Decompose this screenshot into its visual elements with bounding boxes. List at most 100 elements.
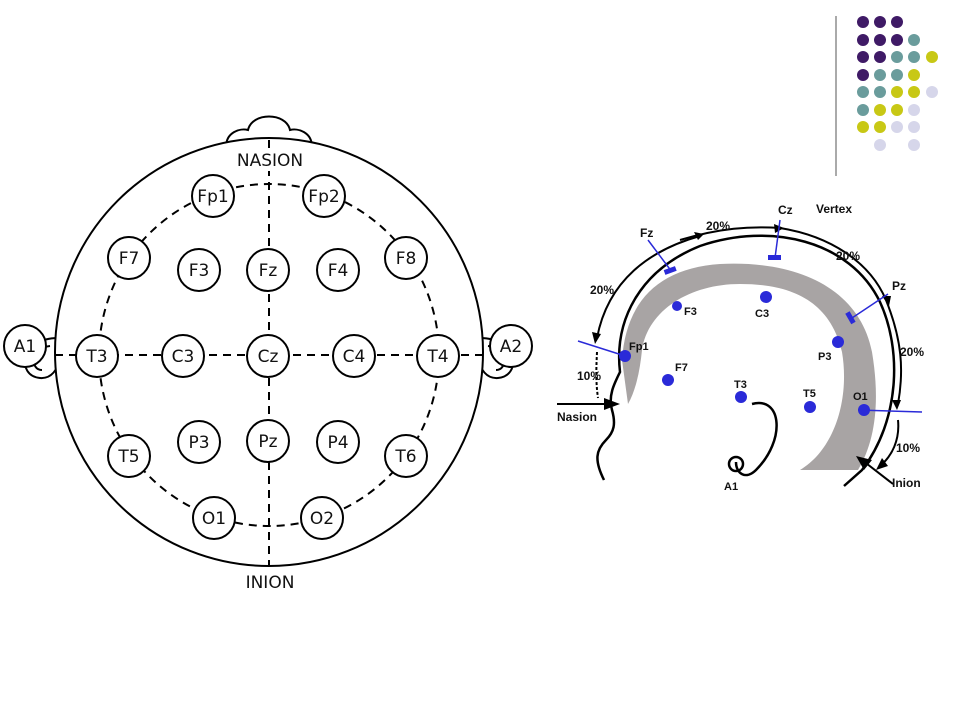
electrode-dot bbox=[760, 291, 772, 303]
electrode-label-t5: T5 bbox=[117, 447, 139, 467]
electrode-circle bbox=[75, 334, 119, 378]
inion-side-label: Inion bbox=[892, 476, 921, 490]
electrode-label-t4: T4 bbox=[426, 347, 448, 367]
inion-text: INION bbox=[246, 573, 295, 593]
electrode-t6: T6 bbox=[384, 434, 428, 478]
electrode-label-fp1: Fp1 bbox=[629, 341, 649, 353]
pct-20-label: 20% bbox=[836, 249, 860, 263]
electrode-a2: A2 bbox=[489, 324, 533, 368]
electrode-pz: Pz bbox=[246, 419, 290, 463]
electrode-label-c4: C4 bbox=[343, 347, 366, 367]
electrode-label-o2: O2 bbox=[310, 509, 334, 529]
ear-canal-icon bbox=[727, 455, 745, 473]
electrode-circle bbox=[177, 248, 221, 292]
electrode-circle bbox=[384, 434, 428, 478]
electrode-label-cz: Cz bbox=[258, 347, 279, 367]
inion-label: INION bbox=[240, 570, 300, 593]
decorative-dot-grid bbox=[835, 16, 938, 176]
side-view-diagram: Vertex 20% 20% 20% 20% 10% 10% Nasion In… bbox=[557, 202, 924, 493]
electrode-circle bbox=[107, 236, 151, 280]
decorative-dot bbox=[874, 69, 886, 81]
decorative-dot bbox=[857, 16, 869, 28]
pct-20-label: 20% bbox=[706, 219, 730, 233]
electrode-fz: Fz bbox=[246, 248, 290, 292]
electrode-label-fp1: Fp1 bbox=[197, 187, 228, 207]
electrode-label-p3: P3 bbox=[818, 351, 831, 363]
decorative-dot bbox=[908, 104, 920, 116]
electrode-p4: P4 bbox=[316, 420, 360, 464]
decorative-dot bbox=[908, 69, 920, 81]
electrode-label-p3: P3 bbox=[188, 433, 209, 453]
decorative-dot bbox=[908, 121, 920, 133]
electrode-cz: Cz bbox=[246, 334, 290, 378]
decorative-dot bbox=[857, 34, 869, 46]
side-electrodes bbox=[619, 291, 870, 416]
electrode-circle bbox=[384, 236, 428, 280]
electrode-fp2: Fp2 bbox=[302, 174, 346, 218]
electrode-t5: T5 bbox=[107, 434, 151, 478]
blue-ticks bbox=[663, 255, 856, 325]
decorative-dot bbox=[874, 34, 886, 46]
decorative-dot bbox=[908, 86, 920, 98]
decorative-dot bbox=[874, 86, 886, 98]
ear-icon bbox=[734, 401, 778, 477]
electrode-o1: O1 bbox=[192, 496, 236, 540]
electrode-label-c3: C3 bbox=[172, 347, 195, 367]
electrode-circle bbox=[3, 324, 47, 368]
electrode-label-f7: F7 bbox=[119, 249, 140, 269]
decorative-dot bbox=[891, 16, 903, 28]
electrode-dot bbox=[735, 391, 747, 403]
electrode-label-f8: F8 bbox=[396, 249, 417, 269]
electrode-a1: A1 bbox=[3, 324, 47, 368]
electrode-label-t5: T5 bbox=[803, 388, 816, 400]
electrode-label-t3: T3 bbox=[734, 379, 747, 391]
electrode-label-f4: F4 bbox=[328, 261, 349, 281]
decorative-dot bbox=[908, 34, 920, 46]
electrode-circle bbox=[489, 324, 533, 368]
decorative-dot bbox=[874, 121, 886, 133]
electrode-label-c3: C3 bbox=[755, 308, 769, 320]
nasion-label: NASION bbox=[232, 149, 308, 171]
electrode-f7: F7 bbox=[107, 236, 151, 280]
electrode-label-t6: T6 bbox=[394, 447, 416, 467]
electrode-label-pz: Pz bbox=[892, 279, 906, 293]
electrode-dot bbox=[858, 404, 870, 416]
decorative-dot bbox=[908, 51, 920, 63]
decorative-dot bbox=[857, 104, 869, 116]
electrode-circle bbox=[416, 334, 460, 378]
electrode-circle bbox=[316, 248, 360, 292]
decorative-dot bbox=[891, 104, 903, 116]
electrode-c4: C4 bbox=[332, 334, 376, 378]
electrode-f3: F3 bbox=[177, 248, 221, 292]
decorative-dot bbox=[874, 104, 886, 116]
electrode-o2: O2 bbox=[300, 496, 344, 540]
electrode-circle bbox=[332, 334, 376, 378]
inion-arrow-icon bbox=[856, 456, 872, 470]
pct-10-label: 10% bbox=[896, 441, 920, 455]
decorative-dot bbox=[874, 139, 886, 151]
decorative-dot bbox=[891, 69, 903, 81]
electrode-label-fz: Fz bbox=[640, 226, 653, 240]
electrode-circle bbox=[161, 334, 205, 378]
electrode-circle bbox=[300, 496, 344, 540]
electrode-p3: P3 bbox=[177, 420, 221, 464]
electrode-label-f3: F3 bbox=[684, 306, 697, 318]
electrode-label-cz: Cz bbox=[778, 203, 793, 217]
electrode-label-pz: Pz bbox=[258, 432, 277, 452]
skull-band bbox=[622, 263, 876, 470]
pct-20-label: 20% bbox=[590, 283, 614, 297]
head-profile-outline bbox=[596, 234, 896, 487]
electrode-label-a2: A2 bbox=[500, 337, 522, 357]
electrode-label-a1: A1 bbox=[724, 481, 738, 493]
electrode-circle bbox=[177, 420, 221, 464]
decorative-dot bbox=[857, 121, 869, 133]
electrode-label-a1: A1 bbox=[14, 337, 36, 357]
electrode-f8: F8 bbox=[384, 236, 428, 280]
electrode-label-t3: T3 bbox=[85, 347, 107, 367]
nasion-arrow-icon bbox=[604, 398, 620, 410]
electrode-circle bbox=[192, 496, 236, 540]
electrode-dot bbox=[662, 374, 674, 386]
decorative-dot bbox=[926, 86, 938, 98]
decorative-dot bbox=[857, 51, 869, 63]
